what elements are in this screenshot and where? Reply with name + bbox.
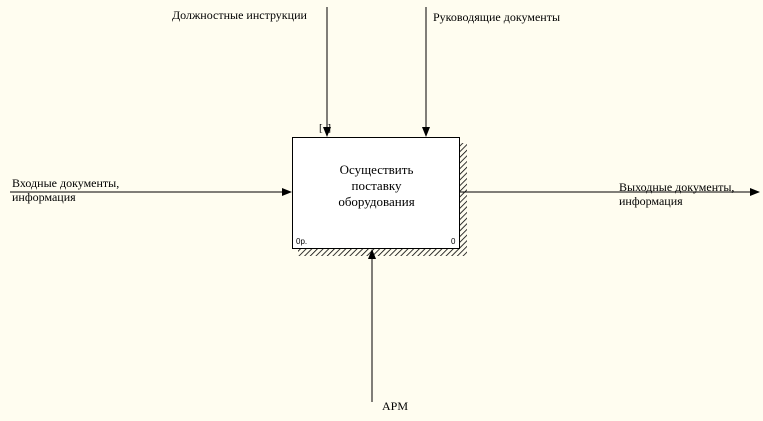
activity-node-label: 0р. — [296, 237, 308, 246]
activity-box-number: 0 — [451, 237, 456, 246]
input-label[interactable]: Входные документы, информация — [12, 176, 120, 204]
activity-title: Осуществить поставку оборудования — [338, 162, 415, 209]
activity-box-shadow-right — [460, 143, 467, 256]
control-label-1[interactable]: Должностные инструкции — [172, 8, 307, 22]
mechanism-label[interactable]: АРМ — [382, 399, 409, 413]
tunnel-marker: [ ] — [319, 122, 333, 134]
output-label[interactable]: Выходные документы, информация — [619, 180, 735, 208]
activity-box-shadow-bottom — [298, 249, 467, 256]
control-label-2[interactable]: Руководящие документы — [433, 10, 561, 24]
activity-box[interactable] — [292, 137, 460, 249]
